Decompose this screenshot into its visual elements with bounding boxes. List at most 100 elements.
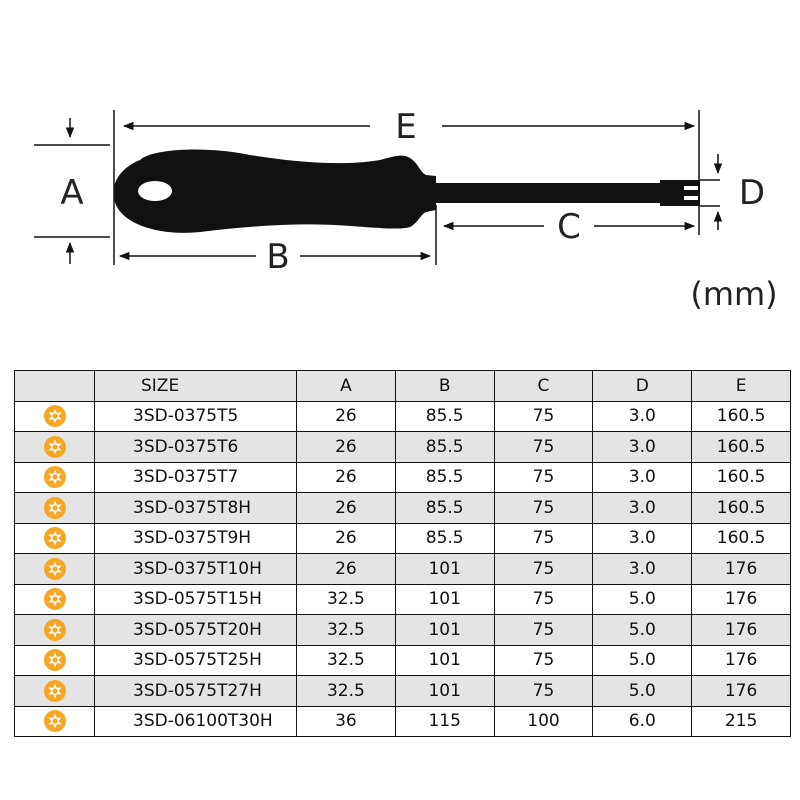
dimension-label-d: D xyxy=(739,173,765,213)
torx-bit-icon xyxy=(43,679,66,702)
cell-c: 75 xyxy=(493,522,594,554)
cell-a: 26 xyxy=(296,522,396,554)
cell-a: 26 xyxy=(296,553,396,585)
cell-d: 3.0 xyxy=(592,522,693,554)
cell-a: 36 xyxy=(296,705,396,737)
icon-cell xyxy=(14,675,95,707)
screwdriver-handle xyxy=(113,149,437,233)
screwdriver-tip xyxy=(660,180,700,206)
cell-a: 32.5 xyxy=(296,583,396,615)
cell-d: 3.0 xyxy=(592,553,693,585)
cell-d: 5.0 xyxy=(592,583,693,615)
cell-c: 100 xyxy=(493,705,594,737)
cell-size: 3SD-0375T6 xyxy=(94,431,297,463)
cell-c: 75 xyxy=(493,431,594,463)
cell-b: 85.5 xyxy=(394,522,495,554)
cell-size: 3SD-0575T27H xyxy=(94,675,297,707)
torx-bit-icon xyxy=(43,435,66,458)
cell-b: 101 xyxy=(394,644,495,676)
cell-e: 160.5 xyxy=(691,522,791,554)
cell-e: 176 xyxy=(691,614,791,646)
table-header-row: SIZE A B C D E xyxy=(14,370,791,402)
torx-bit-icon xyxy=(43,618,66,641)
cell-a: 32.5 xyxy=(296,675,396,707)
cell-size: 3SD-0375T7 xyxy=(94,461,297,493)
cell-c: 75 xyxy=(493,675,594,707)
handle-hang-hole xyxy=(138,181,172,201)
cell-a: 32.5 xyxy=(296,644,396,676)
cell-size: 3SD-0375T9H xyxy=(94,522,297,554)
cell-a: 26 xyxy=(296,431,396,463)
cell-b: 115 xyxy=(394,705,495,737)
cell-e: 160.5 xyxy=(691,492,791,524)
torx-bit-icon xyxy=(43,466,66,489)
cell-d: 5.0 xyxy=(592,644,693,676)
cell-c: 75 xyxy=(493,461,594,493)
header-d: D xyxy=(592,370,693,402)
cell-b: 101 xyxy=(394,614,495,646)
icon-cell xyxy=(14,431,95,463)
cell-e: 160.5 xyxy=(691,431,791,463)
cell-d: 3.0 xyxy=(592,431,693,463)
torx-bit-icon xyxy=(43,588,66,611)
screwdriver-shaft xyxy=(436,183,660,203)
dimension-label-c: C xyxy=(557,207,581,247)
cell-e: 160.5 xyxy=(691,400,791,432)
cell-c: 75 xyxy=(493,583,594,615)
header-b: B xyxy=(394,370,495,402)
cell-size: 3SD-0575T20H xyxy=(94,614,297,646)
icon-cell xyxy=(14,522,95,554)
torx-bit-icon xyxy=(43,405,66,428)
cell-d: 3.0 xyxy=(592,492,693,524)
cell-size: 3SD-06100T30H xyxy=(94,705,297,737)
dimension-label-e: E xyxy=(395,107,416,147)
cell-size: 3SD-0375T5 xyxy=(94,400,297,432)
cell-e: 215 xyxy=(691,705,791,737)
cell-size: 3SD-0575T15H xyxy=(94,583,297,615)
cell-b: 101 xyxy=(394,553,495,585)
cell-d: 3.0 xyxy=(592,400,693,432)
torx-bit-icon xyxy=(43,710,66,733)
cell-c: 75 xyxy=(493,492,594,524)
cell-b: 101 xyxy=(394,583,495,615)
dimension-label-a: A xyxy=(60,173,83,213)
cell-e: 176 xyxy=(691,675,791,707)
cell-c: 75 xyxy=(493,614,594,646)
icon-cell xyxy=(14,644,95,676)
icon-cell xyxy=(14,614,95,646)
cell-size: 3SD-0575T25H xyxy=(94,644,297,676)
cell-e: 176 xyxy=(691,583,791,615)
icon-cell xyxy=(14,705,95,737)
cell-d: 3.0 xyxy=(592,461,693,493)
icon-cell xyxy=(14,461,95,493)
cell-b: 85.5 xyxy=(394,400,495,432)
cell-e: 160.5 xyxy=(691,461,791,493)
header-e: E xyxy=(691,370,791,402)
header-size: SIZE xyxy=(94,370,297,402)
cell-b: 85.5 xyxy=(394,492,495,524)
torx-bit-icon xyxy=(43,649,66,672)
icon-cell xyxy=(14,553,95,585)
unit-label: (mm) xyxy=(690,275,777,313)
cell-b: 101 xyxy=(394,675,495,707)
icon-cell xyxy=(14,400,95,432)
cell-b: 85.5 xyxy=(394,461,495,493)
cell-a: 26 xyxy=(296,492,396,524)
header-c: C xyxy=(493,370,594,402)
icon-cell xyxy=(14,583,95,615)
header-a: A xyxy=(296,370,396,402)
cell-a: 26 xyxy=(296,400,396,432)
cell-d: 5.0 xyxy=(592,675,693,707)
cell-d: 6.0 xyxy=(592,705,693,737)
cell-a: 26 xyxy=(296,461,396,493)
